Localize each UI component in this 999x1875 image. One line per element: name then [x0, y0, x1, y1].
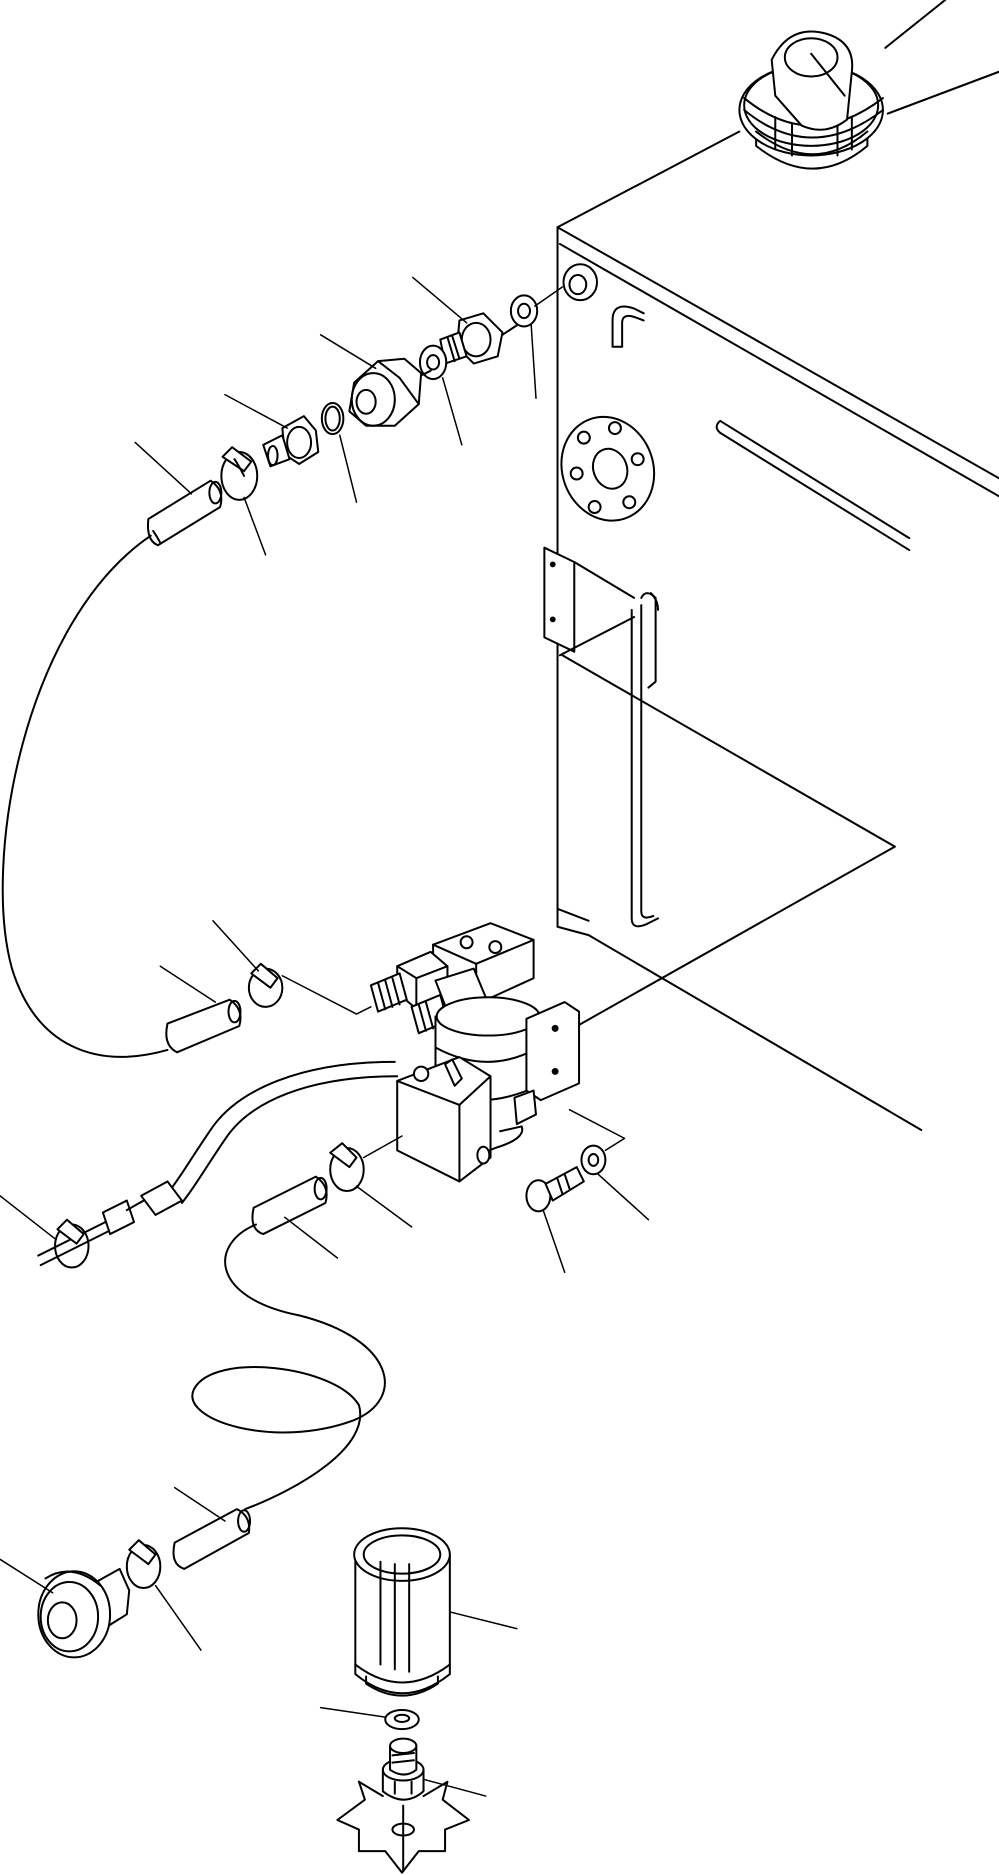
fuel-tank-cap [739, 0, 945, 169]
o-ring [322, 403, 357, 502]
sealing-washer [511, 287, 562, 398]
hose-adapter [225, 395, 318, 467]
sealing-washer [420, 346, 462, 445]
hose [160, 966, 240, 1052]
hose [192, 1224, 384, 1509]
hose [252, 1177, 337, 1258]
union-nut [321, 335, 431, 426]
banjo-fitting [413, 277, 517, 363]
filter-element [354, 1528, 517, 1695]
hose-clamp [221, 447, 265, 555]
electrical-connector [38, 1181, 182, 1265]
wire-harness [167, 1062, 397, 1203]
drain-plug [337, 1739, 485, 1873]
hose-clamp [330, 1136, 411, 1227]
tank-bracket [508, 548, 894, 1062]
inspection-flange [547, 404, 668, 534]
hose [3, 536, 168, 1057]
fuel-pump [371, 923, 579, 1181]
fuel-tank [558, 72, 999, 1130]
sealing-washer [321, 1708, 419, 1730]
hose-clamp [127, 1540, 201, 1650]
bolt [526, 1167, 583, 1272]
hose [173, 1488, 250, 1569]
hose-clamp [213, 921, 371, 1014]
strainer-cap [0, 1559, 129, 1657]
hose-clamp [0, 1196, 89, 1268]
hose [135, 442, 221, 545]
washer [569, 1110, 648, 1220]
tank-port-boss [564, 264, 597, 300]
